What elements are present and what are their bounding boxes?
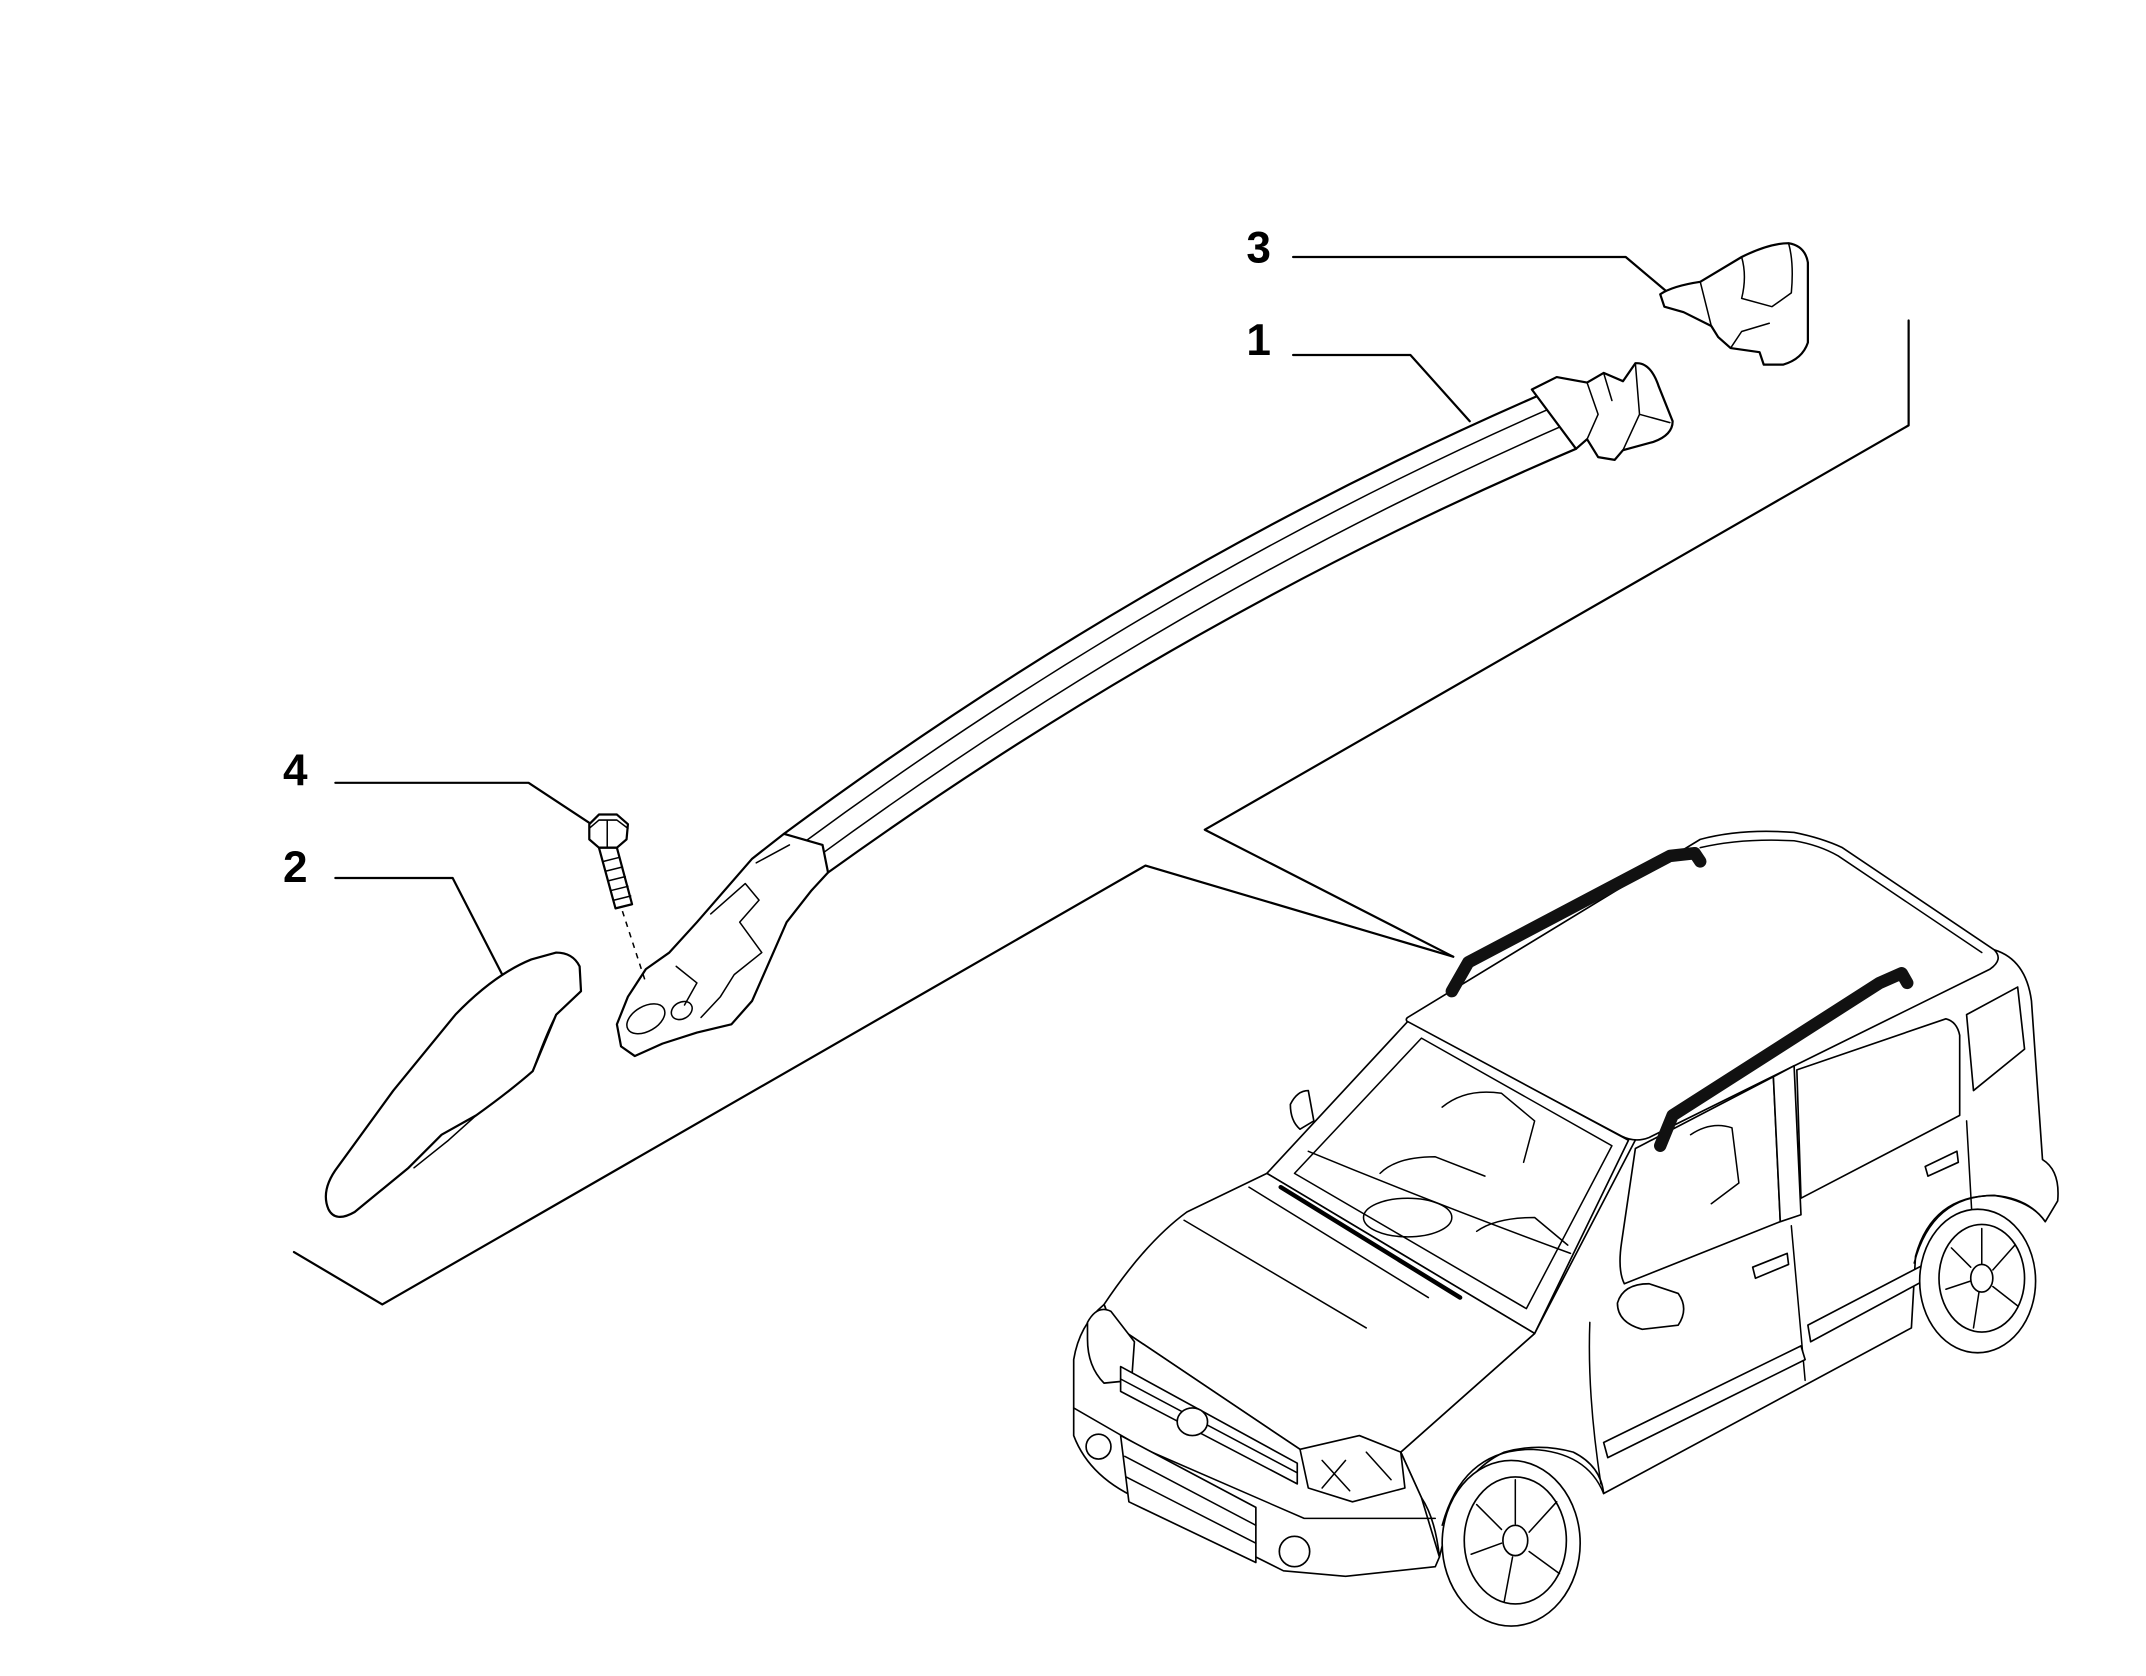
- car-bumper-line: [1072, 1407, 1437, 1520]
- rail-cover-body: [324, 951, 583, 1218]
- car-wiper-cowl: [1278, 1184, 1463, 1300]
- vehicle-illustration: [1072, 830, 2059, 1627]
- rail-cover-crease: [413, 1013, 557, 1169]
- car-rear-quarter-window: [1965, 986, 2026, 1092]
- car-lower-grille: [1119, 1434, 1257, 1564]
- car-side-molding-front: [1602, 1345, 1806, 1459]
- car-fog-light-right: [1278, 1535, 1311, 1568]
- car-rear-hub: [1969, 1263, 1994, 1293]
- rail-cover-part: [324, 951, 583, 1218]
- car-lower-grille-slats: [1123, 1455, 1257, 1544]
- car-front-wheel: [1441, 1459, 1582, 1627]
- car-windshield-glass: [1293, 1037, 1613, 1310]
- car-b-pillar: [1772, 1064, 1802, 1223]
- car-steering-wheel: [1362, 1197, 1453, 1238]
- car-roof-rail-right: [1654, 967, 1914, 1152]
- car-headlight-right-detail: [1321, 1451, 1392, 1492]
- car-headlight-right: [1299, 1434, 1406, 1503]
- car-wheel-arches: [1441, 1194, 2047, 1527]
- roof-rail-bar-edge: [816, 424, 1565, 859]
- roof-rail-front-foot: [615, 832, 830, 1058]
- car-roof-edge: [1699, 839, 1983, 954]
- car-roof-rail-left: [1445, 846, 1707, 998]
- car-fog-light-left: [1085, 1433, 1112, 1460]
- callout-3: 3: [1246, 224, 1271, 273]
- car-rear-door-window: [1796, 1017, 1961, 1200]
- roof-rail-part: [615, 362, 1674, 1058]
- car-door-handle-front: [1751, 1252, 1790, 1280]
- end-cap-detail: [1699, 242, 1793, 349]
- leader-line-3: [1292, 255, 1671, 296]
- roof-rail-foot-hole: [670, 1000, 693, 1021]
- detail-bracket-right: [1203, 319, 1910, 958]
- car-rear-wheel: [1918, 1208, 2037, 1354]
- callout-2: 2: [283, 843, 308, 892]
- car-mirror-right: [1616, 1282, 1685, 1331]
- callout-4: 4: [283, 747, 308, 796]
- car-logo: [1176, 1407, 1209, 1437]
- leader-line-2: [334, 876, 508, 985]
- roof-rail-foot-hole: [626, 1003, 666, 1035]
- callout-1: 1: [1246, 316, 1271, 365]
- car-seat: [1379, 1091, 1569, 1246]
- roof-rail-foot-detail: [675, 844, 791, 1019]
- car-front-hub: [1502, 1524, 1529, 1557]
- car-front-rim-spokes: [1470, 1478, 1561, 1602]
- bolt-hex-head: [588, 813, 630, 849]
- roof-rail-bar-edge: [799, 406, 1554, 846]
- detail-bracket-lines: [292, 319, 1910, 1306]
- bolt-thread: [602, 856, 632, 901]
- car-mirror-left: [1289, 1089, 1315, 1131]
- car-front-door-window: [1619, 1075, 1782, 1285]
- roof-rail-bar: [782, 392, 1578, 874]
- end-cap-part: [1659, 242, 1809, 366]
- bolt-head-face: [588, 819, 629, 849]
- leader-line-4: [334, 781, 595, 827]
- bolt-part: [588, 813, 647, 984]
- car-interior-seat-side: [1689, 1124, 1740, 1205]
- bolt-axis-dashed-line: [621, 910, 647, 984]
- car-hood-crease: [1183, 1186, 1430, 1329]
- roof-rail-bracket-fin: [1586, 362, 1671, 451]
- car-door-handle-rear: [1924, 1150, 1960, 1177]
- leader-lines: [334, 255, 1671, 985]
- car-rear-rim-spokes: [1945, 1227, 2019, 1329]
- detail-bracket-left: [292, 864, 1455, 1306]
- car-grille-slats: [1119, 1378, 1299, 1474]
- callout-labels: 3 1 4 2: [283, 224, 1271, 893]
- leader-line-1: [1292, 353, 1471, 423]
- end-cap-body: [1659, 242, 1809, 366]
